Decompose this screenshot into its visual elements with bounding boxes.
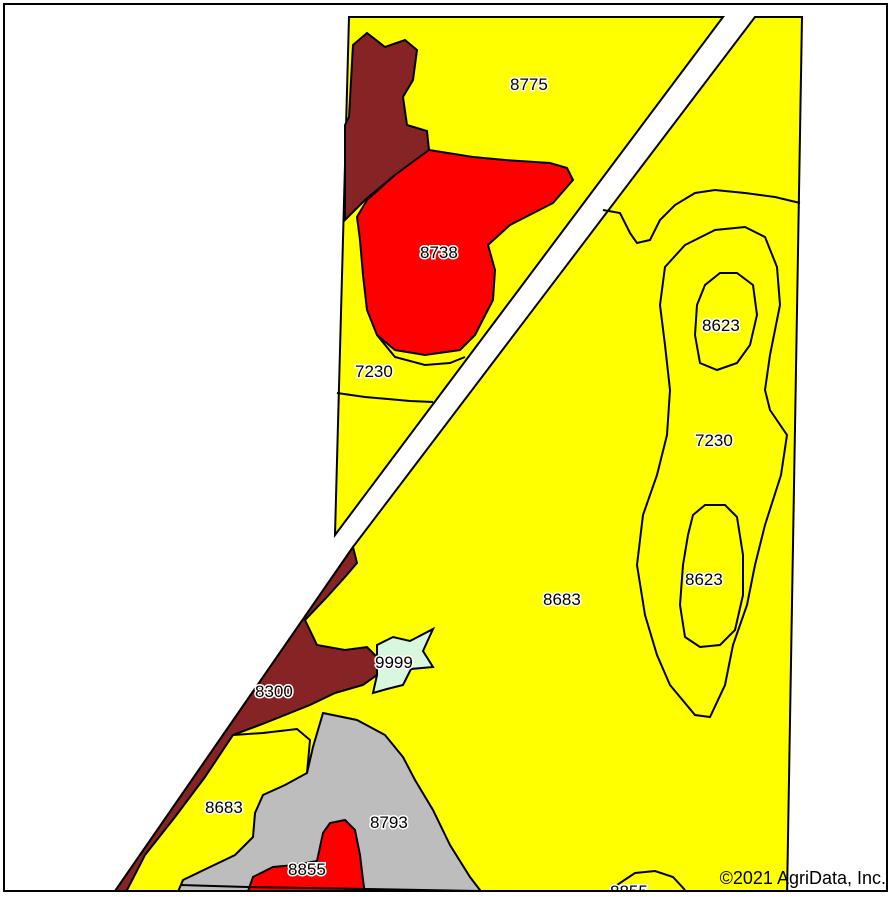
- soil-boundary-east-8623-top: [693, 272, 759, 372]
- soil-boundary-east-8623-bottom: [678, 504, 744, 649]
- soil-label-7230-north: 7230: [355, 362, 393, 381]
- soil-label-8775: 8775: [510, 75, 548, 94]
- soil-unit-mint-9999: [371, 626, 436, 695]
- soil-unit-maroon-north: [344, 31, 431, 223]
- soil-boundary-east-7230-outer: [635, 225, 789, 719]
- soil-label-8623-top: 8623: [702, 316, 740, 335]
- soil-label-8300: 8300: [255, 682, 293, 701]
- soil-unit-red-south: [247, 818, 366, 890]
- soil-boundary-north-7230: [336, 392, 434, 403]
- soil-label-8738: 8738: [420, 243, 458, 262]
- soil-label-8683-center: 8683: [543, 590, 581, 609]
- soil-map: 8775 8738 7230 8623 7230 8623 8683 9999 …: [3, 3, 888, 892]
- soil-map-canvas: 8775 8738 7230 8623 7230 8623 8683 9999 …: [114, 16, 804, 892]
- soil-boundary-south-8855: [179, 884, 481, 890]
- soil-unit-maroon-west: [114, 544, 378, 890]
- soil-label-8623-bottom: 8623: [685, 570, 723, 589]
- soil-label-8683-south: 8683: [205, 798, 243, 817]
- soil-label-8793: 8793: [370, 813, 408, 832]
- copyright-notice: ©2021 AgriData, Inc.: [719, 868, 886, 888]
- soil-label-9999: 9999: [375, 653, 413, 672]
- soil-boundary-north-7230b: [376, 334, 466, 367]
- soil-label-8855: 8855: [288, 860, 326, 879]
- soil-unit-red-north: [355, 148, 575, 357]
- soil-boundary-south-east: [614, 869, 686, 890]
- soil-unit-gray-8793: [177, 711, 482, 890]
- north-field-polygon: [333, 16, 725, 539]
- soil-boundary-south-8683: [232, 727, 312, 774]
- soil-boundary-east-wavy: [602, 188, 801, 245]
- soil-label-8855-edge: 8855: [610, 882, 648, 892]
- soil-label-7230-east: 7230: [695, 431, 733, 450]
